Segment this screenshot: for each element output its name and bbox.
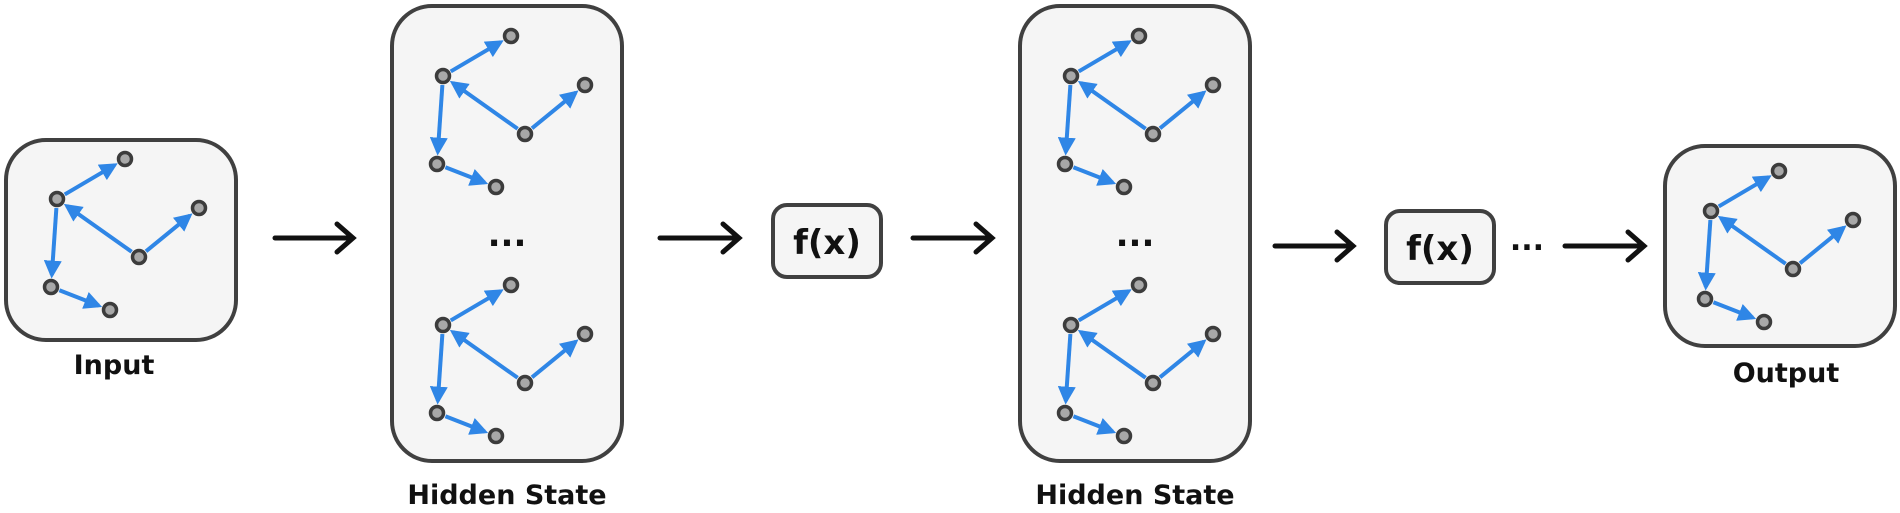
graph-edge — [63, 163, 118, 197]
hidden-state-caption-1: Hidden State — [407, 480, 607, 511]
graph-node — [487, 427, 505, 445]
graph-node — [502, 27, 520, 45]
graph-edge — [1077, 80, 1147, 131]
graph-edge — [449, 40, 504, 74]
graph-edge — [43, 207, 62, 279]
graph-glyph — [42, 150, 208, 319]
hidden-state-caption-2: Hidden State — [1035, 480, 1235, 511]
graph-node — [1844, 211, 1862, 229]
graph-node — [1062, 316, 1080, 334]
graph-glyph — [428, 276, 594, 445]
graph-node — [516, 125, 534, 143]
graph-edge — [1712, 300, 1757, 321]
graph-node — [1115, 427, 1133, 445]
graph-edge — [429, 333, 448, 405]
graph-node — [1204, 325, 1222, 343]
graph-node — [1115, 178, 1133, 196]
graph-node — [48, 190, 66, 208]
graph-edge — [530, 339, 579, 379]
graph-glyph — [1696, 162, 1862, 331]
between-ellipsis: ... — [1510, 223, 1544, 258]
graph-node — [487, 178, 505, 196]
graph-edge — [1717, 175, 1772, 209]
flow-arrow-4 — [1272, 229, 1357, 263]
graph-edge — [1158, 90, 1207, 130]
graph-node — [1130, 27, 1148, 45]
function-label-2: f(x) — [1406, 229, 1474, 269]
graph-edge — [1077, 40, 1132, 74]
graph-node — [502, 276, 520, 294]
graph-node — [434, 316, 452, 334]
graph-node — [130, 248, 148, 266]
graph-node — [576, 325, 594, 343]
flow-arrow-1 — [272, 221, 357, 255]
graph-node — [1204, 76, 1222, 94]
graph-glyph — [428, 27, 594, 196]
graph-edge — [144, 213, 193, 253]
graph-edge — [1077, 329, 1147, 380]
graph-edge — [58, 288, 103, 309]
graph-node — [516, 374, 534, 392]
flow-arrow-5 — [1562, 229, 1648, 263]
graph-edge — [449, 289, 504, 323]
graph-edge — [429, 84, 448, 156]
graph-node — [1144, 125, 1162, 143]
graph-edge — [1717, 215, 1787, 266]
input-box — [4, 138, 238, 342]
graph-edge — [1057, 333, 1076, 405]
graph-node — [116, 150, 134, 168]
graph-edge — [449, 80, 519, 131]
graph-glyph — [1056, 276, 1222, 445]
graph-edge — [444, 165, 489, 186]
hidden-state-ellipsis-2: ... — [1116, 215, 1155, 255]
function-box-1: f(x) — [771, 203, 883, 279]
graph-node — [1702, 202, 1720, 220]
graph-edge — [63, 203, 133, 254]
graph-node — [1130, 276, 1148, 294]
graph-node — [101, 301, 119, 319]
graph-node — [1696, 290, 1714, 308]
graph-node — [1784, 260, 1802, 278]
graph-edge — [1057, 84, 1076, 156]
flow-arrow-2 — [657, 221, 743, 255]
graph-edge — [530, 90, 579, 130]
graph-node — [42, 278, 60, 296]
output-caption: Output — [1732, 358, 1840, 389]
graph-node — [576, 76, 594, 94]
graph-node — [1056, 155, 1074, 173]
graph-node — [190, 199, 208, 217]
input-caption: Input — [73, 350, 155, 381]
graph-node — [1144, 374, 1162, 392]
graph-edge — [1077, 289, 1132, 323]
graph-node — [1770, 162, 1788, 180]
graph-node — [434, 67, 452, 85]
graph-edge — [1072, 165, 1117, 186]
graph-edge — [1697, 219, 1716, 291]
graph-layer — [42, 27, 1862, 445]
graph-node — [1755, 313, 1773, 331]
graph-edge — [444, 414, 489, 435]
graph-node — [1062, 67, 1080, 85]
function-label-1: f(x) — [793, 223, 861, 263]
graph-node — [428, 404, 446, 422]
graph-edge — [1798, 225, 1847, 265]
graph-node — [428, 155, 446, 173]
function-box-2: f(x) — [1384, 209, 1496, 285]
hidden-state-ellipsis-1: ... — [488, 215, 527, 255]
graph-glyph — [1056, 27, 1222, 196]
graph-node — [1056, 404, 1074, 422]
flow-arrow-3 — [910, 221, 996, 255]
graph-edge — [1158, 339, 1207, 379]
output-box — [1663, 144, 1897, 348]
graph-edge — [1072, 414, 1117, 435]
graph-edge — [449, 329, 519, 380]
